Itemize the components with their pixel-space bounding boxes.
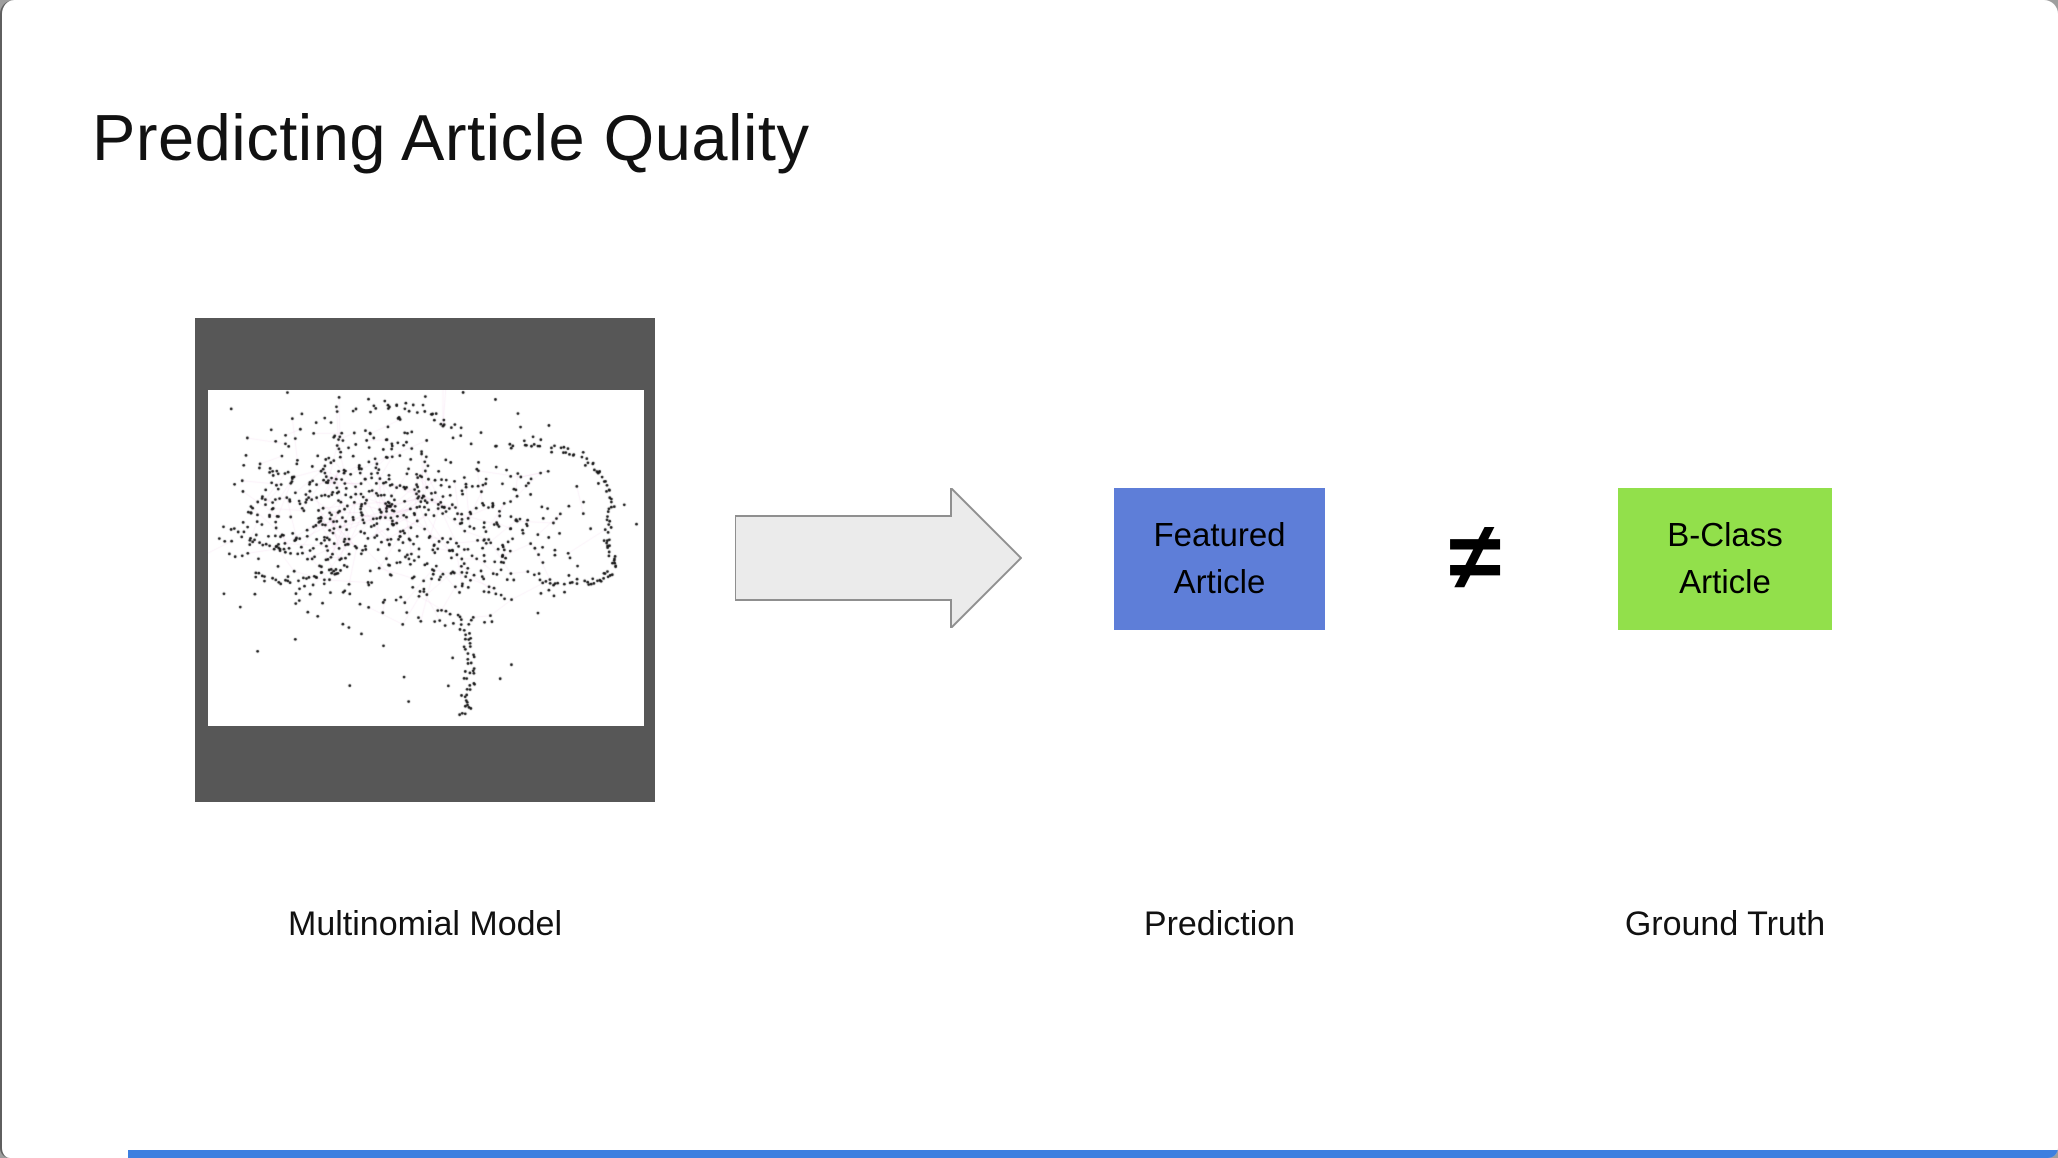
network-graph-plot bbox=[208, 390, 644, 726]
model-image-frame bbox=[195, 318, 655, 802]
prediction-caption: Prediction bbox=[1143, 905, 1296, 943]
ground-truth-box: B-Class Article bbox=[1618, 488, 1832, 630]
ground-truth-caption: Ground Truth bbox=[1624, 905, 1826, 943]
prediction-box-label: Featured Article bbox=[1153, 516, 1286, 600]
slide-title: Predicting Article Quality bbox=[92, 101, 810, 174]
flow-arrow-icon bbox=[735, 488, 1022, 628]
ground-truth-box-label: B-Class Article bbox=[1667, 516, 1783, 600]
model-caption: Multinomial Model bbox=[288, 905, 562, 943]
prediction-box: Featured Article bbox=[1114, 488, 1325, 630]
bottom-progress-bar[interactable] bbox=[128, 1150, 2058, 1158]
network-graph-canvas bbox=[208, 390, 644, 726]
not-equal-symbol: ≠ bbox=[1448, 503, 1502, 610]
